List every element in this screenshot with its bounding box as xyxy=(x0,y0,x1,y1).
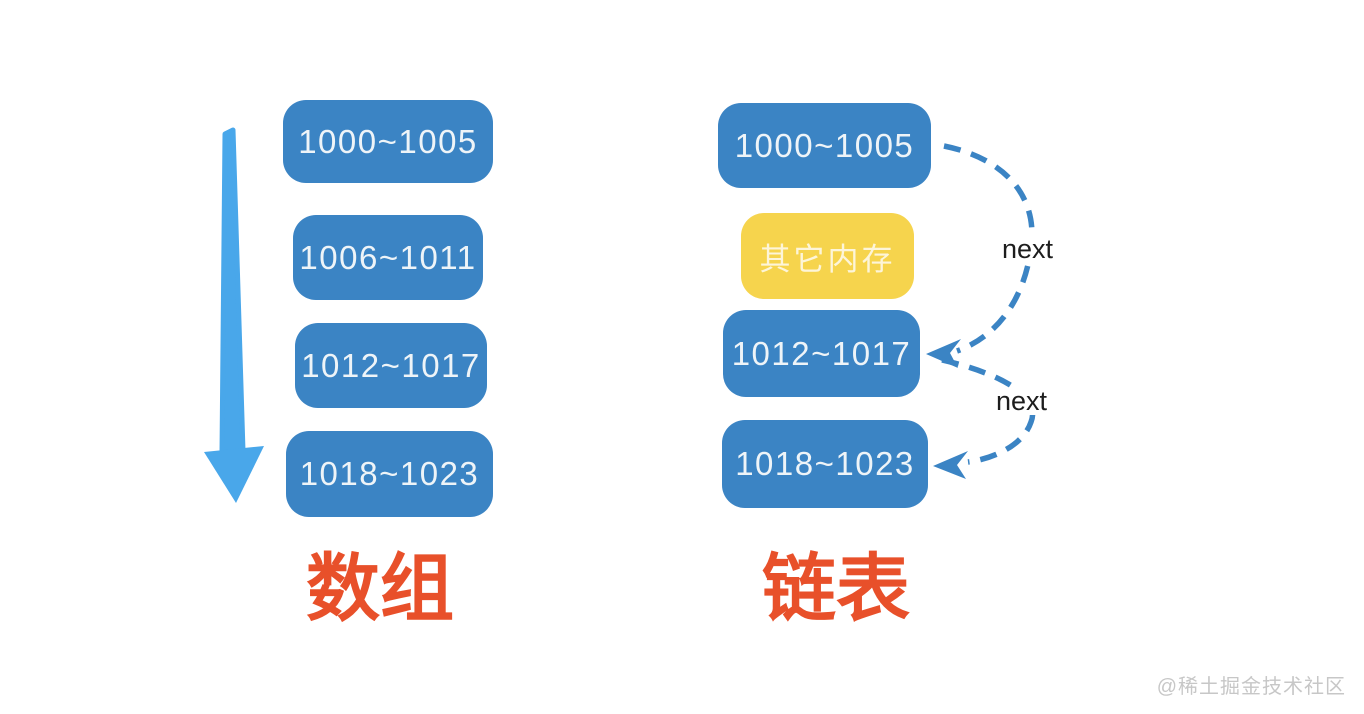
array-column-title: 数组 xyxy=(306,547,454,630)
list-node-block-3: 1018~1023 xyxy=(722,420,928,508)
next-pointer-label-1: next xyxy=(999,236,1057,263)
array-memory-block-4: 1018~1023 xyxy=(286,431,493,517)
arrow-head-icon xyxy=(926,339,961,368)
next-pointer-label-2: next xyxy=(993,388,1051,415)
arrow-head-icon xyxy=(933,451,968,479)
next-pointer-arc-2 xyxy=(933,357,1036,479)
array-memory-block-1: 1000~1005 xyxy=(283,100,493,183)
array-memory-block-2: 1006~1011 xyxy=(293,215,483,300)
list-node-block-2: 1012~1017 xyxy=(723,310,920,397)
watermark: @稀土掘金技术社区 xyxy=(1156,676,1346,698)
linked-list-column-title: 链表 xyxy=(762,547,910,630)
down-arrow-icon xyxy=(204,127,264,503)
other-memory-block: 其它内存 xyxy=(741,213,914,299)
array-memory-block-3: 1012~1017 xyxy=(295,323,487,408)
list-node-block-1: 1000~1005 xyxy=(718,103,931,188)
